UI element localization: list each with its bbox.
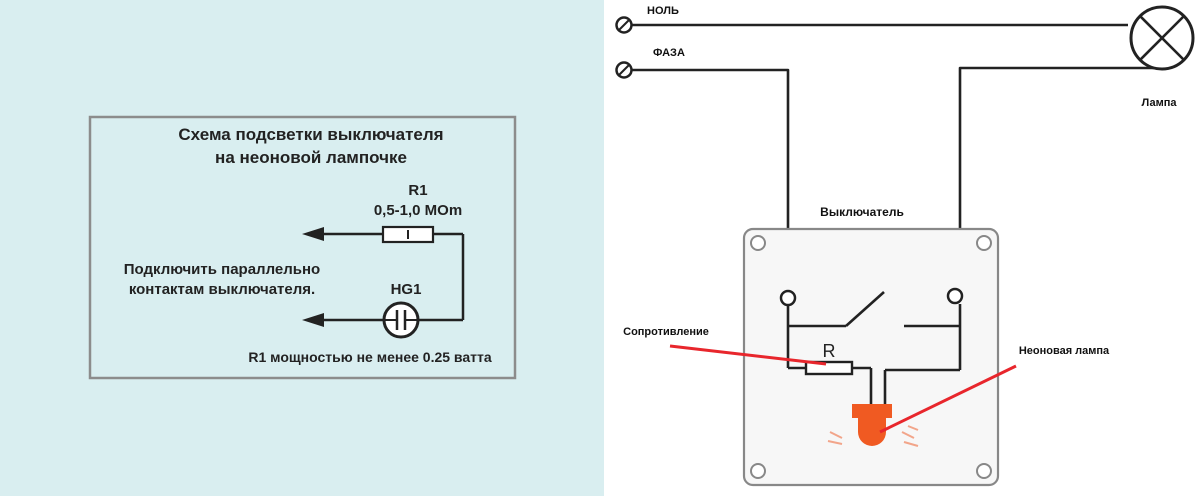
switch-terminal-left — [779, 289, 797, 307]
resistor-r-label: R — [823, 341, 836, 361]
phase-wire — [632, 68, 790, 292]
arrow-left-icon — [302, 313, 324, 327]
schematic-title-line2: на неоновой лампочке — [215, 148, 407, 167]
hg1-label: HG1 — [391, 281, 422, 298]
mount-hole-icon — [976, 463, 992, 479]
switch-label: Выключатель — [820, 205, 904, 219]
left-panel: Схема подсветки выключателя на неоновой … — [0, 0, 604, 496]
schematic-title-line1: Схема подсветки выключателя — [178, 125, 443, 144]
neon-branch — [302, 301, 463, 339]
resistor-branch — [302, 225, 465, 320]
mount-hole-icon — [750, 235, 766, 251]
resistor-pointer-line — [669, 344, 827, 366]
lamp-return-wire — [958, 66, 1162, 292]
neon-pointer-line — [879, 364, 1017, 434]
schematic-frame — [88, 115, 517, 380]
neutral-label: НОЛЬ — [647, 5, 679, 17]
r1-label: R1 — [408, 182, 427, 199]
right-panel: НОЛЬ ФАЗА Лампа Выключатель — [604, 0, 1200, 496]
resistor-callout-label: Сопротивление — [623, 326, 709, 338]
neon-lamp-base — [852, 404, 892, 418]
switch-contact-blade — [845, 291, 885, 327]
mount-hole-icon — [750, 463, 766, 479]
phase-terminal — [615, 61, 633, 79]
resistor-symbol — [804, 360, 854, 376]
phase-label: ФАЗА — [653, 47, 685, 59]
r1-value-label: 0,5-1,0 МОm — [374, 202, 462, 219]
connect-parallel-line2: контактам выключателя. — [129, 281, 315, 298]
neon-lamp-bulb-icon — [858, 418, 886, 446]
glow-rays-icon — [827, 425, 919, 447]
power-note: R1 мощностью не менее 0.25 ватта — [248, 349, 491, 365]
lamp — [1129, 5, 1195, 71]
switch-terminal-right — [946, 287, 964, 305]
switch-plate — [742, 227, 1000, 487]
neon-lamp — [827, 404, 919, 447]
switch-plate-body — [742, 227, 1000, 487]
arrow-left-icon — [302, 227, 324, 241]
mount-hole-icon — [976, 235, 992, 251]
neutral-terminal — [615, 16, 633, 34]
lamp-label: Лампа — [1141, 97, 1177, 109]
neon-callout-label: Неоновая лампа — [1019, 345, 1110, 357]
connect-parallel-line1: Подключить параллельно — [124, 261, 320, 278]
wiring — [632, 23, 1162, 292]
